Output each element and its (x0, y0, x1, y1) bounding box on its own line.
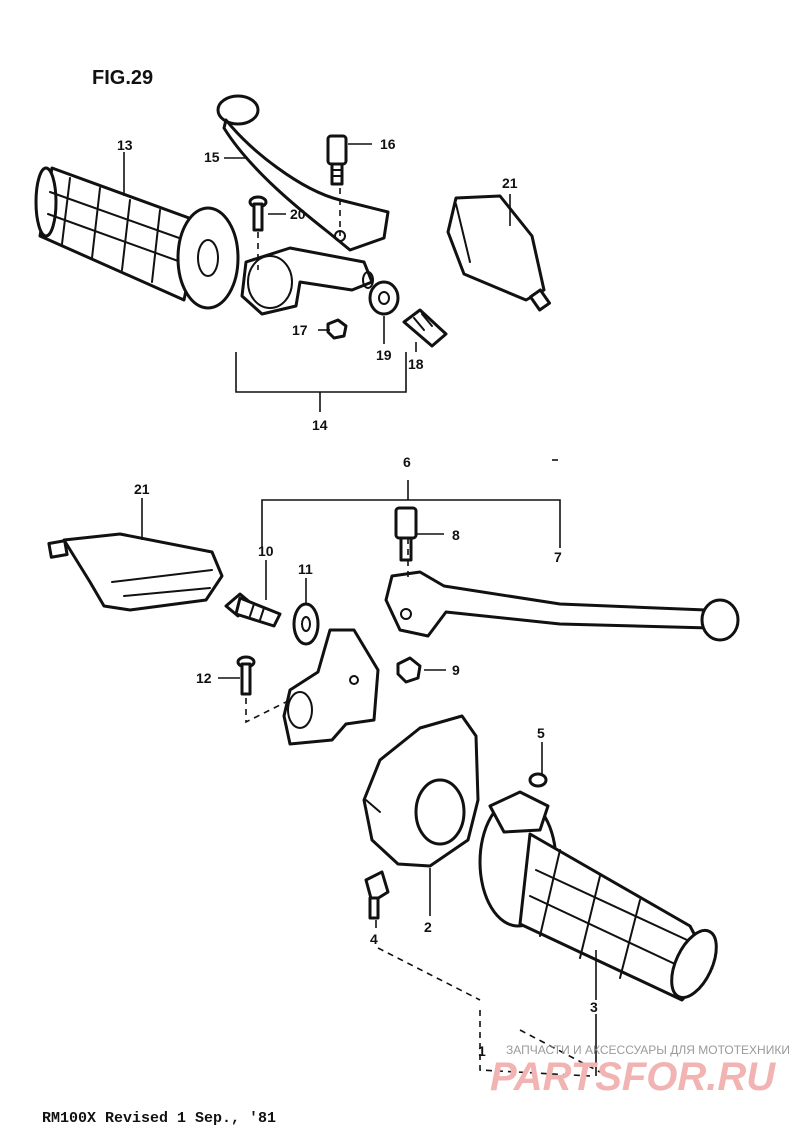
screw-part-4 (364, 870, 390, 920)
adjuster-bolt-part-10 (224, 592, 282, 628)
throttle-grip-part-3 (478, 790, 718, 1002)
left-grip-part-13 (34, 166, 240, 310)
watermark-logo: PARTSFOR.RU (490, 1055, 776, 1099)
callout-2: 2 (424, 919, 432, 935)
callout-17: 17 (292, 322, 308, 338)
lever-cover-part-21-lower (47, 532, 224, 612)
callout-11: 11 (298, 561, 313, 577)
nut-part-17 (326, 318, 348, 340)
callout-20: 20 (290, 206, 306, 222)
brake-lever-holder (282, 628, 380, 746)
callout-18: 18 (408, 356, 424, 372)
pivot-bolt-part-8 (394, 506, 418, 562)
callout-14: 14 (312, 417, 328, 433)
callout-16: 16 (380, 136, 396, 152)
callout-12: 12 (196, 670, 212, 686)
washer-part-19 (368, 280, 400, 316)
brake-lever-part-7 (384, 570, 740, 642)
callout-10: 10 (258, 543, 274, 559)
callout-6: 6 (403, 454, 411, 470)
callout-21-upper: 21 (502, 175, 518, 191)
cap-part-5 (528, 772, 548, 788)
callout-19: 19 (376, 347, 392, 363)
callout-7: 7 (554, 549, 562, 565)
clutch-lever-holder (240, 246, 374, 316)
callout-4: 4 (370, 931, 378, 947)
screw-part-20 (248, 195, 268, 232)
callout-3: 3 (590, 999, 598, 1015)
nut-part-9 (396, 656, 422, 684)
callout-9: 9 (452, 662, 460, 678)
pivot-bolt-part-16 (326, 134, 348, 186)
footer-revision: RM100X Revised 1 Sep., '81 (42, 1110, 276, 1127)
screw-part-12 (236, 655, 256, 696)
callout-21-lower: 21 (134, 481, 150, 497)
watermark-tagline: ЗАПЧАСТИ И АКСЕССУАРЫ ДЛЯ МОТОТЕХНИКИ (506, 1043, 790, 1057)
callout-5: 5 (537, 725, 545, 741)
figure-title: FIG.29 (92, 67, 153, 89)
bracket-14 (235, 352, 407, 412)
bracket-6 (261, 480, 561, 548)
throttle-case-part-2 (362, 714, 480, 868)
lever-cover-part-21-upper (446, 194, 552, 312)
washer-part-11 (292, 602, 320, 646)
callout-13: 13 (117, 137, 133, 153)
adjuster-bolt-part-18 (402, 308, 448, 348)
callout-8: 8 (452, 527, 460, 543)
clutch-lever-part-15 (216, 94, 390, 252)
callout-1: 1 (478, 1043, 486, 1059)
callout-15: 15 (204, 149, 220, 165)
